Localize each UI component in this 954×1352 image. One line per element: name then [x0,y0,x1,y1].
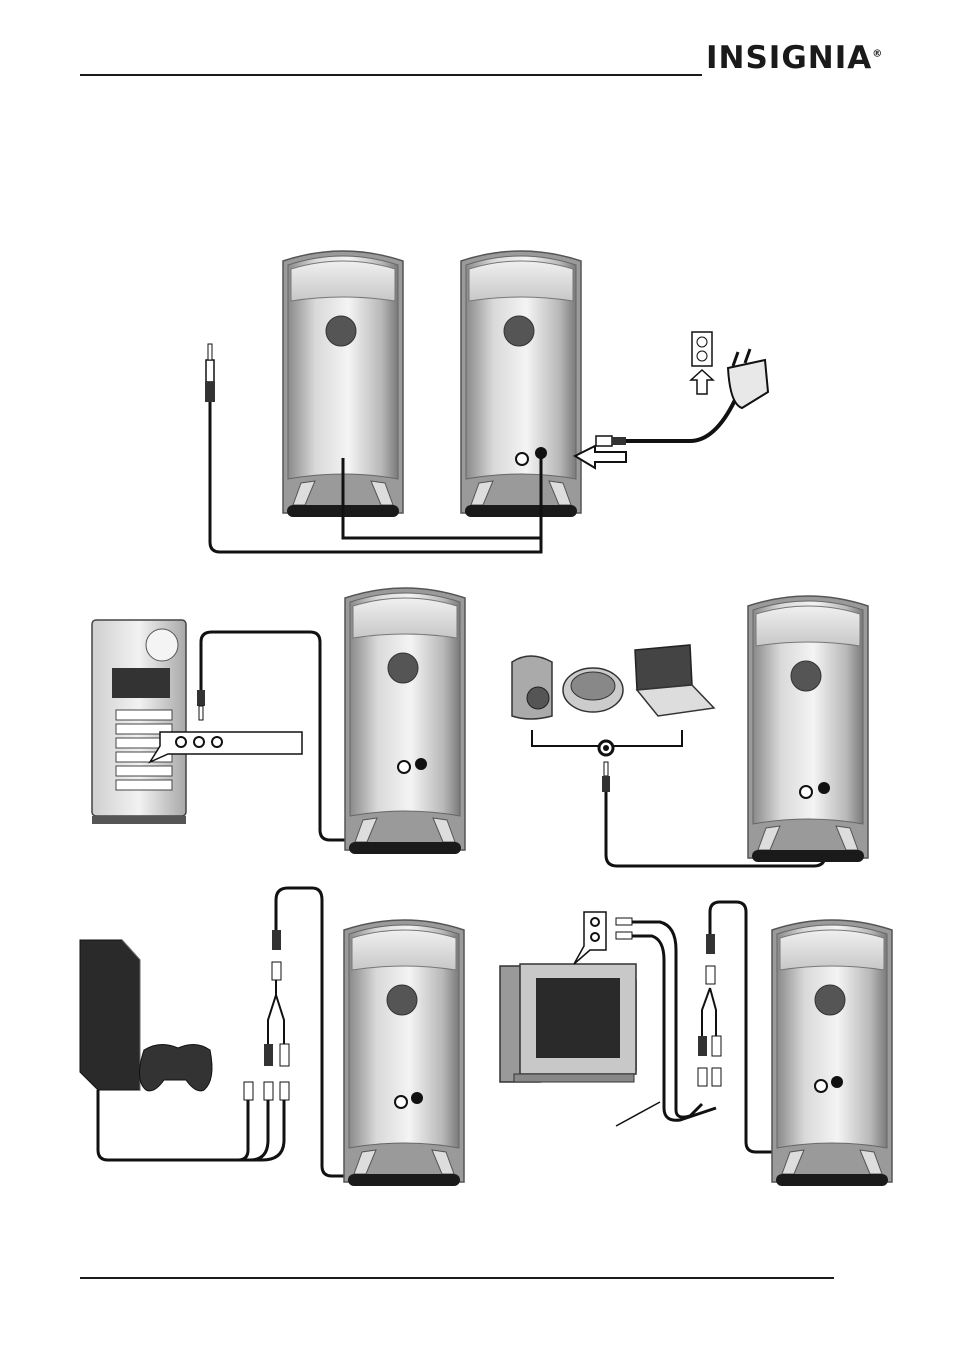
tv-connection-panel [500,902,892,1186]
speaker-icon [772,920,892,1186]
television-icon [500,964,636,1082]
game-console-panel [80,888,464,1186]
game-console-icon [80,940,140,1090]
portable-media-player-icon [512,656,552,719]
rca-plug-icon [244,1082,253,1100]
stereo-plug-icon [206,360,214,382]
speaker-setup-panel [205,251,768,552]
speaker-icon [345,588,465,854]
cd-player-icon [563,668,623,712]
game-controller-icon [139,1044,212,1090]
computer-tower-icon [92,620,186,824]
speaker-icon [344,920,464,1186]
footer-rule [80,1277,834,1279]
portable-devices-panel [512,596,868,866]
up-arrow-icon [691,370,713,394]
audio-jack-icon [516,453,528,465]
jack-callout [574,912,606,964]
callout-line [616,1102,660,1126]
speaker-icon [748,596,868,862]
power-adapter-icon [728,360,768,408]
computer-connection-panel [92,588,465,854]
portable-dvd-player-icon [635,645,714,716]
arrow-icon [575,446,626,468]
right-speaker-icon [461,251,581,517]
